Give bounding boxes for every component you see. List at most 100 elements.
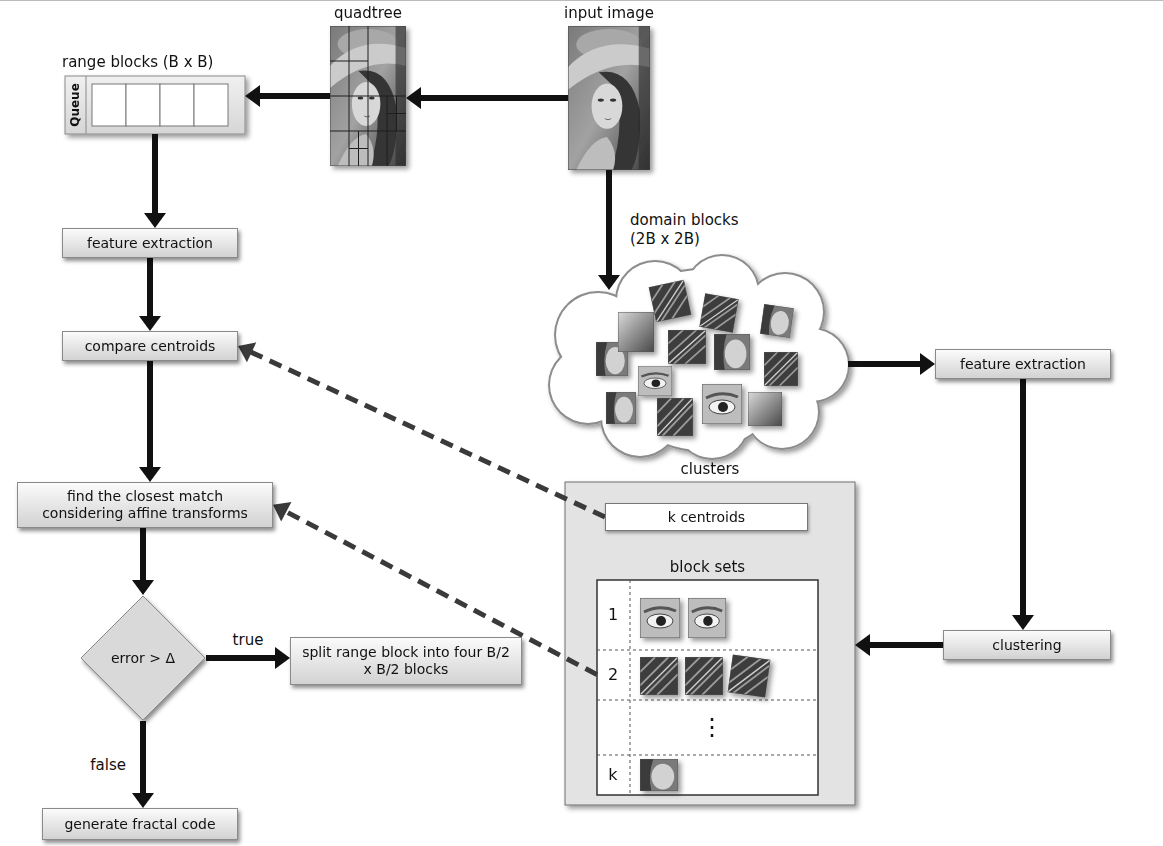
connector-line — [258, 93, 330, 99]
flow-arrow — [139, 361, 161, 482]
box-label: compare centroids — [85, 338, 216, 355]
image-frame: input image — [568, 26, 650, 170]
quadtree-image — [330, 26, 406, 166]
block-table: block sets — [597, 580, 818, 795]
box-label: find the closest match considering affin… — [26, 488, 264, 522]
illustration-part — [702, 384, 742, 424]
illustration-part — [126, 84, 160, 126]
block-table-frame — [597, 580, 818, 795]
heading: input image — [564, 5, 654, 22]
connector-line — [606, 170, 612, 277]
connector-line — [848, 361, 922, 367]
arrowhead — [273, 502, 291, 521]
connector-line — [147, 361, 153, 469]
connector-line — [147, 258, 153, 318]
process-box: generate fractal code — [42, 808, 238, 840]
process-box: compare centroids — [62, 331, 238, 361]
arrowhead — [275, 647, 290, 669]
illustration-part — [330, 96, 406, 97]
flow-arrow — [855, 634, 943, 656]
arrowhead — [245, 85, 260, 107]
arrowhead — [1012, 615, 1034, 630]
arrowhead — [139, 467, 161, 482]
illustration-part — [330, 131, 368, 132]
flow-arrow — [132, 721, 154, 808]
box-label: feature extraction — [960, 356, 1086, 373]
illustration-part — [330, 26, 406, 166]
illustration-part — [550, 256, 848, 458]
flow-arrow — [848, 353, 935, 375]
flow-arrow — [406, 87, 568, 109]
edge-label: domain blocks (2B x 2B) — [627, 211, 755, 249]
dashed-arrow — [238, 342, 605, 517]
illustration-part — [728, 655, 771, 698]
flow-arrow — [1012, 379, 1034, 630]
row-number: 2 — [608, 667, 618, 683]
flow-arrow — [139, 258, 161, 331]
illustration-part — [597, 580, 818, 795]
illustration-part — [330, 26, 406, 166]
connector-line — [140, 528, 146, 582]
illustration-part — [668, 330, 706, 364]
illustration-part — [597, 580, 818, 795]
queue-frame — [65, 76, 245, 134]
edge-label: true — [230, 631, 267, 650]
connector-line — [868, 642, 943, 648]
illustration-part — [194, 84, 228, 126]
illustration-part — [764, 352, 798, 386]
connector-line — [140, 721, 146, 795]
heading: block sets — [670, 559, 745, 576]
page-rule — [0, 0, 1163, 1]
process-box: feature extraction — [935, 349, 1111, 379]
illustration-part — [160, 84, 194, 126]
domain-cloud — [548, 254, 850, 460]
arrowhead — [920, 353, 935, 375]
flow-arrow — [144, 134, 166, 228]
arrowhead — [406, 87, 421, 109]
connector-line — [206, 655, 277, 661]
arrowhead — [598, 275, 620, 290]
illustration-part — [92, 84, 126, 126]
box-label: generate fractal code — [64, 816, 215, 833]
illustration-part — [548, 254, 850, 460]
arrowhead — [855, 634, 870, 656]
connector-line — [419, 95, 568, 101]
box-label: k centroids — [668, 509, 745, 526]
arrowhead — [144, 213, 166, 228]
arrowhead — [132, 793, 154, 808]
box-label: feature extraction — [87, 235, 213, 252]
illustration-part — [330, 61, 368, 62]
queue-label: Queue — [69, 83, 81, 127]
arrowhead — [238, 342, 256, 362]
illustration-part — [597, 755, 818, 756]
flow-arrow — [598, 170, 620, 290]
illustration-part — [65, 76, 245, 134]
box-label: error > Δ — [111, 650, 175, 667]
illustration-part — [606, 392, 636, 424]
illustration-part — [349, 148, 368, 149]
flow-arrow — [132, 528, 154, 595]
centroid-box: k centroids — [605, 503, 808, 531]
illustration-part — [596, 280, 798, 436]
illustration-part — [657, 398, 693, 436]
connector-line — [152, 134, 158, 215]
illustration-part — [685, 657, 723, 695]
box-label: split range block into four B/2 x B/2 bl… — [299, 644, 513, 678]
illustration-part — [387, 113, 406, 114]
ellipsis-mark: ⋮ — [700, 715, 724, 739]
cluster-panel-frame — [565, 482, 855, 805]
row-number: 1 — [608, 607, 618, 623]
connector-line — [250, 351, 605, 517]
illustration-part — [618, 312, 654, 352]
arrowhead — [139, 316, 161, 331]
cluster-panel: clustersk centroidsblock sets — [565, 482, 855, 805]
heading: quadtree — [334, 5, 402, 22]
decision-diamond: error > Δ — [80, 595, 206, 721]
flow-arrow — [245, 85, 330, 107]
illustration-part — [638, 366, 672, 396]
image-frame: quadtree — [330, 26, 406, 166]
illustration-part — [688, 598, 726, 638]
